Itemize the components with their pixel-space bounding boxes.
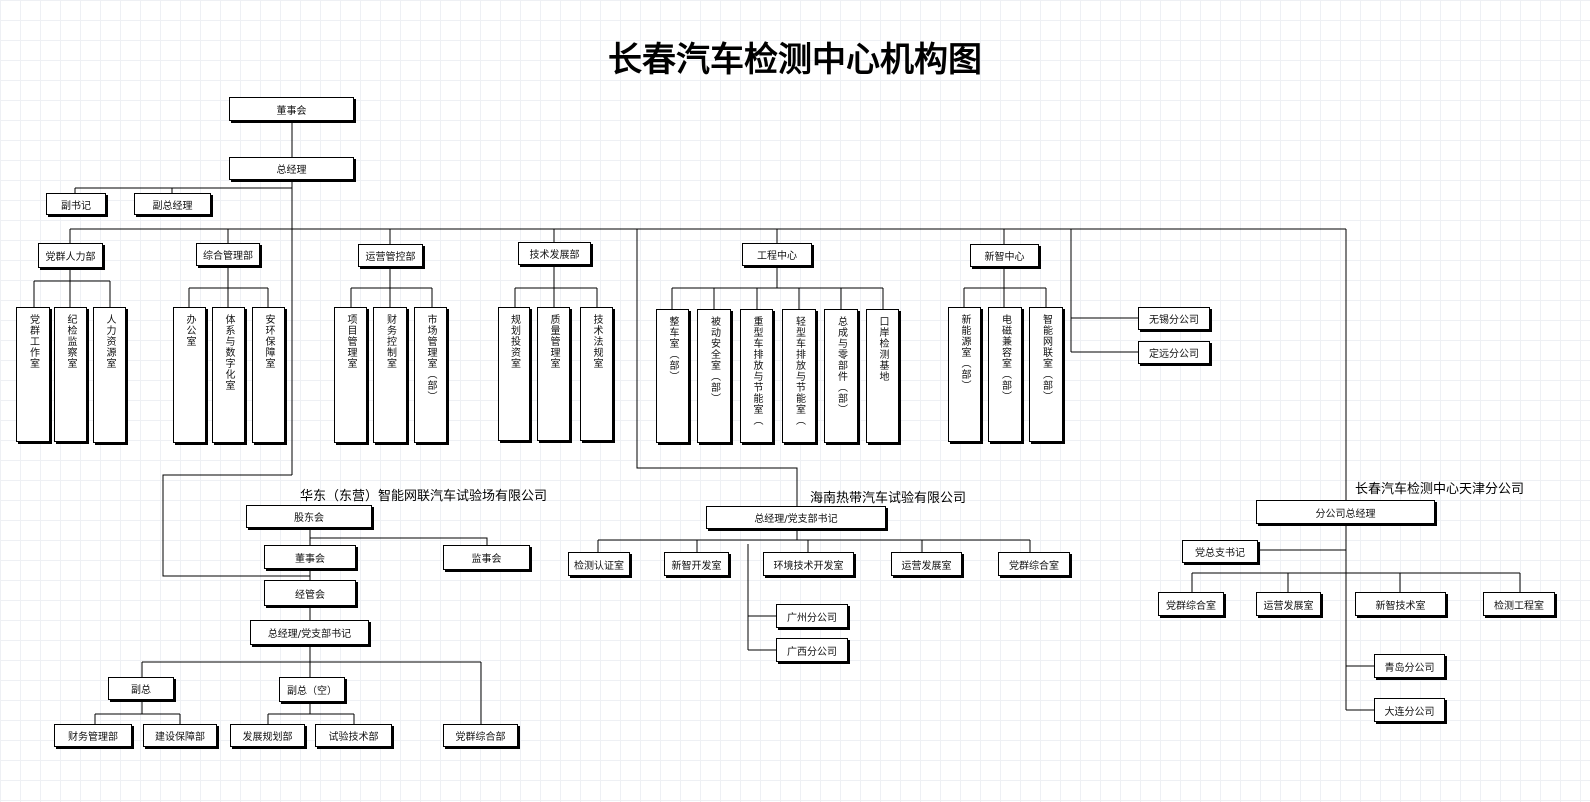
node-tj-room: 检测工程室 bbox=[1483, 592, 1555, 616]
node-hn-room: 运营发展室 bbox=[891, 552, 962, 576]
company-name-huadong: 华东（东营）智能网联汽车试验场有限公司 bbox=[300, 489, 548, 504]
connector-line bbox=[309, 528, 488, 545]
company-name-hainan: 海南热带汽车试验有限公司 bbox=[810, 491, 967, 506]
node-dept-operations: 运营管控部 bbox=[358, 244, 423, 267]
connector-line bbox=[141, 661, 482, 724]
node-tj-room: 运营发展室 bbox=[1256, 592, 1321, 616]
node-hd-supervisors: 监事会 bbox=[443, 545, 530, 570]
connector-line bbox=[636, 229, 798, 506]
node-tj-branch-qingdao: 青岛分公司 bbox=[1374, 654, 1445, 678]
node-hd-dept: 党群综合部 bbox=[443, 724, 518, 747]
node-hd-dept: 发展规划部 bbox=[230, 724, 305, 747]
node-tj-room: 新智技术室 bbox=[1355, 592, 1446, 616]
node-room: 整车室（部） bbox=[656, 309, 689, 443]
node-deputy-secretary: 副书记 bbox=[46, 193, 106, 215]
node-hq-board: 董事会 bbox=[229, 97, 354, 121]
node-hd-deputy-vacant: 副总（空） bbox=[279, 677, 345, 702]
node-room: 电磁兼容室（部） bbox=[988, 307, 1022, 442]
node-room: 轻型车排放与节能室（ bbox=[782, 309, 816, 443]
node-room: 技术法规室 bbox=[580, 307, 613, 441]
node-room: 人力资源室 bbox=[93, 307, 126, 443]
connector-line bbox=[188, 266, 269, 307]
connector-line bbox=[1070, 229, 1138, 353]
connector-line bbox=[350, 267, 433, 307]
node-hn-room: 环境技术开发室 bbox=[763, 552, 854, 576]
node-dept-engineering: 工程中心 bbox=[742, 243, 812, 266]
node-branch-wuxi: 无锡分公司 bbox=[1138, 307, 1210, 330]
connector-line bbox=[267, 702, 355, 724]
connector-line bbox=[963, 267, 1047, 307]
node-hd-committee: 经管会 bbox=[264, 580, 356, 606]
connector-line bbox=[1346, 665, 1374, 711]
node-dept-party: 党群人力部 bbox=[38, 243, 103, 268]
node-hd-dept: 财务管理部 bbox=[54, 724, 132, 747]
node-room: 体系与数字化室 bbox=[212, 307, 245, 443]
connector-line bbox=[94, 700, 181, 724]
node-room: 被动安全室（部） bbox=[697, 309, 731, 443]
node-room: 智能网联室（部） bbox=[1029, 307, 1063, 442]
node-hd-board: 董事会 bbox=[264, 545, 356, 569]
node-tj-room: 党群综合室 bbox=[1158, 592, 1224, 616]
node-room: 财务控制室 bbox=[373, 307, 407, 443]
node-room: 总成与零部件（部） bbox=[824, 309, 858, 443]
node-hd-dept: 试验技术部 bbox=[315, 724, 392, 747]
connector-line bbox=[671, 266, 884, 309]
node-dept-tech: 技术发展部 bbox=[518, 242, 591, 265]
node-tj-gm: 分公司总经理 bbox=[1256, 500, 1435, 524]
node-tj-branch-dalian: 大连分公司 bbox=[1374, 698, 1445, 722]
node-room: 办公室 bbox=[173, 307, 206, 443]
connector-line bbox=[74, 187, 292, 193]
node-room: 规划投资室 bbox=[498, 307, 530, 441]
node-room: 口岸检测基地 bbox=[866, 309, 899, 443]
node-hq-gm: 总经理 bbox=[229, 157, 354, 180]
node-dept-general: 综合管理部 bbox=[196, 243, 260, 266]
connector-line bbox=[69, 229, 1005, 244]
connector-line bbox=[747, 544, 776, 651]
node-hn-gm: 总经理/党支部书记 bbox=[706, 506, 886, 529]
connector-line bbox=[33, 268, 111, 307]
node-room: 党群工作室 bbox=[16, 307, 50, 442]
node-tj-secretary: 党总支书记 bbox=[1182, 540, 1258, 563]
node-deputy-gm: 副总经理 bbox=[134, 193, 211, 215]
connector-line bbox=[1191, 572, 1521, 592]
node-dept-smart: 新智中心 bbox=[970, 244, 1039, 267]
chart-title: 长春汽车检测中心机构图 bbox=[608, 40, 982, 80]
node-hd-dept: 建设保障部 bbox=[143, 724, 217, 747]
node-room: 安环保障室 bbox=[252, 307, 285, 443]
node-hn-branch-guangzhou: 广州分公司 bbox=[776, 604, 848, 628]
node-room: 新能源室（部） bbox=[948, 307, 981, 442]
node-hn-branch-guangxi: 广西分公司 bbox=[776, 638, 848, 662]
node-hd-gm: 总经理/党支部书记 bbox=[250, 620, 369, 645]
node-room: 重型车排放与节能室（ bbox=[740, 309, 773, 443]
node-room: 项目管理室 bbox=[334, 307, 367, 443]
node-hn-room: 新智开发室 bbox=[664, 552, 729, 576]
node-branch-dingyuan: 定远分公司 bbox=[1138, 341, 1210, 364]
connector-line bbox=[162, 474, 310, 577]
node-hn-room: 党群综合室 bbox=[998, 552, 1070, 576]
node-room: 质量管理室 bbox=[537, 307, 570, 441]
node-hd-deputy: 副总 bbox=[108, 677, 174, 700]
node-room: 纪检监察室 bbox=[54, 307, 87, 442]
node-hd-shareholders: 股东会 bbox=[246, 505, 372, 528]
connector-line bbox=[514, 265, 598, 307]
node-room: 市场管理室（部） bbox=[414, 307, 447, 443]
company-name-tianjin: 长春汽车检测中心天津分公司 bbox=[1355, 482, 1525, 497]
node-hn-room: 检测认证室 bbox=[568, 552, 630, 576]
connector-line bbox=[597, 529, 1031, 552]
